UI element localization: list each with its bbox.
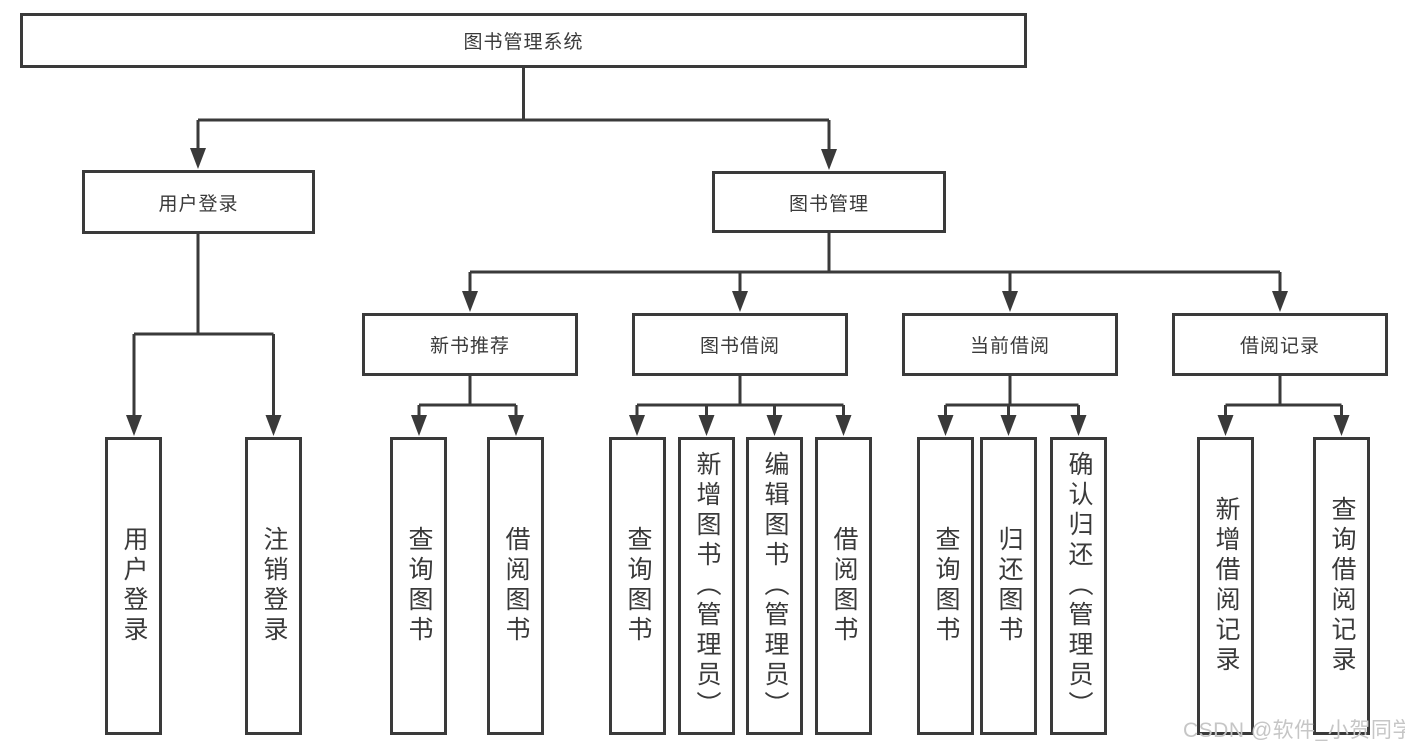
leaf-borrowing-borrow-books: 借阅图书	[815, 437, 872, 735]
node-book-borrowing: 图书借阅	[632, 313, 848, 376]
leaf-query-borrow-record: 查询借阅记录	[1313, 437, 1370, 735]
node-current-borrowing: 当前借阅	[902, 313, 1118, 376]
node-new-book-recommendation: 新书推荐	[362, 313, 578, 376]
leaf-borrowing-query-books: 查询图书	[609, 437, 666, 735]
node-book-management: 图书管理	[712, 171, 946, 233]
leaf-confirm-return-admin: 确认归还（管理员）	[1050, 437, 1107, 735]
leaf-current-query-books: 查询图书	[917, 437, 974, 735]
leaf-recommend-borrow-books: 借阅图书	[487, 437, 544, 735]
leaf-add-books-admin: 新增图书（管理员）	[678, 437, 735, 735]
leaf-recommend-query-books: 查询图书	[390, 437, 447, 735]
leaf-edit-books-admin: 编辑图书（管理员）	[746, 437, 803, 735]
leaf-logout-login: 注销登录	[245, 437, 302, 735]
leaf-add-borrow-record: 新增借阅记录	[1197, 437, 1254, 735]
leaf-user-login: 用户登录	[105, 437, 162, 735]
node-library-system-root: 图书管理系统	[20, 13, 1027, 68]
node-user-login: 用户登录	[82, 170, 315, 234]
leaf-return-books: 归还图书	[980, 437, 1037, 735]
node-borrowing-records: 借阅记录	[1172, 313, 1388, 376]
csdn-watermark: CSDN @软件_小贺同学	[1183, 719, 1405, 742]
